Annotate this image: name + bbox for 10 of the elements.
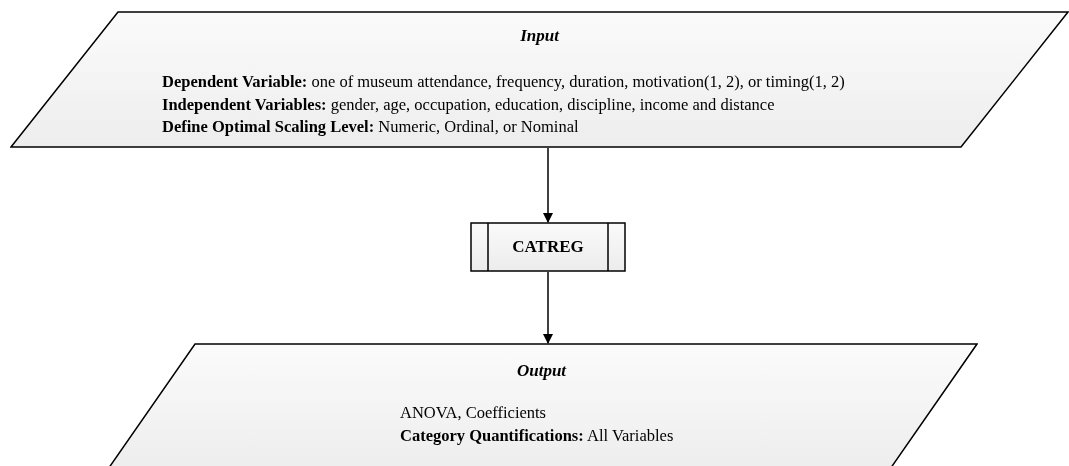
- io-text-line: Define Optimal Scaling Level: Numeric, Ordinal, or Nominal: [162, 116, 580, 138]
- io-text-line: Dependent Variable: one of museum attendance, frequency, duration, motivation(1, 2), or timing(1, 2): [162, 71, 845, 93]
- io-heading: Output: [515, 360, 568, 382]
- io-text-line: ANOVA, Coefficients: [400, 402, 548, 424]
- process-label: CATREG: [512, 236, 584, 259]
- arrow: [543, 147, 553, 223]
- io-text-line: Category Quantifications: All Variables: [400, 424, 674, 447]
- io-heading: Input: [519, 25, 561, 47]
- arrow: [543, 271, 553, 344]
- io-text-line: Independent Variables: gender, age, occupation, education, discipline, income and distance: [162, 93, 776, 116]
